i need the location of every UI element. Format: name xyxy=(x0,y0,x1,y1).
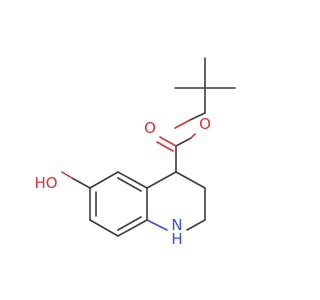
bond-carbonyl-double-1 xyxy=(159,136,177,147)
chemical-structure-diagram: O O N H HO xyxy=(34,57,236,248)
bond-ester-o-link xyxy=(174,119,191,129)
ring-nitrogen-label: N xyxy=(171,216,182,234)
bond-carbonyl-double-2 xyxy=(156,141,174,152)
bond-c7-c8 xyxy=(89,219,119,237)
hydroxyl-group: HO xyxy=(34,171,91,192)
tetrahydropyridine-ring: N H xyxy=(146,171,206,248)
bond-c4-c4a xyxy=(146,171,177,189)
ester-oxygen-label: O xyxy=(199,115,211,133)
bond-ester-o-short xyxy=(190,133,196,139)
bond-n1-c8a xyxy=(146,219,168,231)
bond-c8-c8a-inner xyxy=(117,216,142,231)
bond-c6-oh xyxy=(71,177,91,189)
ring-nitrogen-hydrogen-label: H xyxy=(171,230,182,248)
bond-c5-c6 xyxy=(89,171,119,189)
bond-oh-red xyxy=(61,171,73,179)
benzene-ring xyxy=(89,171,148,237)
hydroxyl-label: HO xyxy=(34,174,57,192)
bond-carbonyl-c-ester-o xyxy=(175,137,192,147)
bond-c4a-c5-inner xyxy=(117,177,142,192)
tert-butyl-group xyxy=(174,57,236,114)
bond-ester-o-tbu xyxy=(189,112,206,121)
bond-c8-c8a xyxy=(117,219,148,237)
carbonyl-oxygen-label: O xyxy=(144,119,156,137)
bond-c2-n1 xyxy=(186,219,206,231)
ester-group: O O xyxy=(144,112,211,173)
bond-c4-c3 xyxy=(175,171,206,189)
bond-c4a-c5 xyxy=(117,171,148,189)
